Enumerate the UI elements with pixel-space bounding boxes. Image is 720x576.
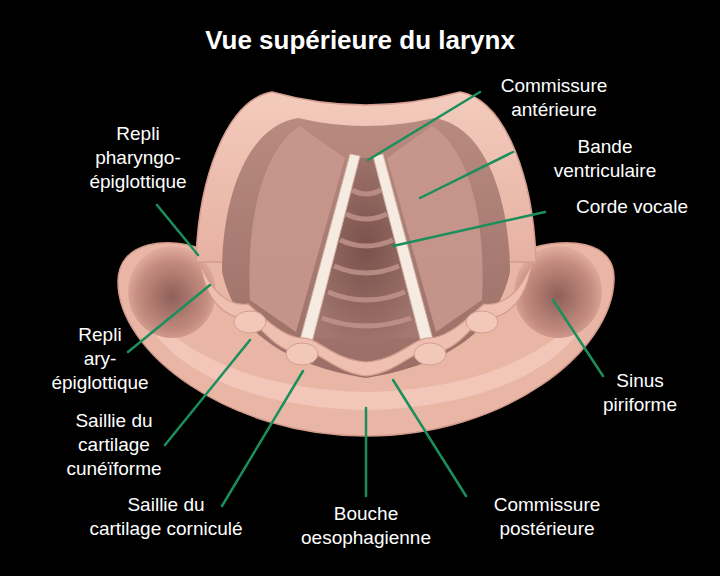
part-label: Corde vocale — [576, 195, 688, 219]
part-label: Saillie du cartilage corniculé — [89, 493, 242, 541]
part-label: Bouche oesophagienne — [301, 502, 431, 550]
part-label: Saillie du cartilage cunéïforme — [66, 409, 161, 481]
part-label: Sinus piriforme — [603, 369, 677, 417]
leader-lines — [128, 92, 603, 506]
part-label: Repli pharyngo- épiglottique — [89, 122, 186, 194]
part-label: Commissure antérieure — [501, 74, 608, 122]
part-label: Bande ventriculaire — [554, 135, 656, 183]
title: Vue supérieure du larynx — [205, 24, 515, 56]
part-label: Commissure postérieure — [494, 493, 601, 541]
part-label: Repli ary- épiglottique — [51, 323, 148, 395]
